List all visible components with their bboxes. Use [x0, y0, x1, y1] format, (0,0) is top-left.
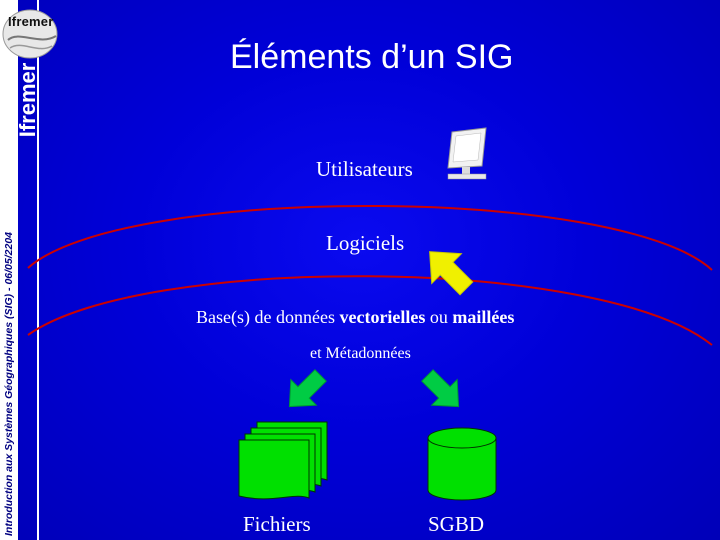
ifremer-logo: Ifremer — [0, 0, 62, 62]
vector-word: vectorielles — [339, 307, 426, 327]
metadata-label: et Métadonnées — [310, 345, 411, 362]
software-label: Logiciels — [326, 231, 405, 255]
database-label: Base(s) de données vectorielles ou maill… — [196, 307, 514, 328]
globe-icon — [2, 9, 58, 59]
left-green-arrow-icon — [288, 369, 327, 408]
database-prefix: Base(s) de données — [196, 307, 340, 327]
or-word: ou — [425, 307, 453, 327]
yellow-arrow-icon — [429, 251, 474, 296]
left-band — [0, 0, 18, 540]
raster-word: maillées — [452, 307, 515, 327]
logo-wordmark: Ifremer — [8, 14, 54, 29]
left-divider-line — [37, 0, 39, 540]
monitor-icon — [447, 127, 487, 180]
users-label: Utilisateurs — [316, 157, 413, 181]
database-cylinder-icon — [427, 427, 497, 501]
inner-arc — [27, 275, 713, 346]
outer-arc — [27, 205, 713, 271]
files-label: Fichiers — [243, 512, 311, 536]
right-green-arrow-icon — [421, 369, 460, 408]
stacked-pages-icon — [238, 421, 328, 500]
page-title: Éléments d’un SIG — [230, 38, 514, 76]
dbms-label: SGBD — [428, 512, 485, 536]
